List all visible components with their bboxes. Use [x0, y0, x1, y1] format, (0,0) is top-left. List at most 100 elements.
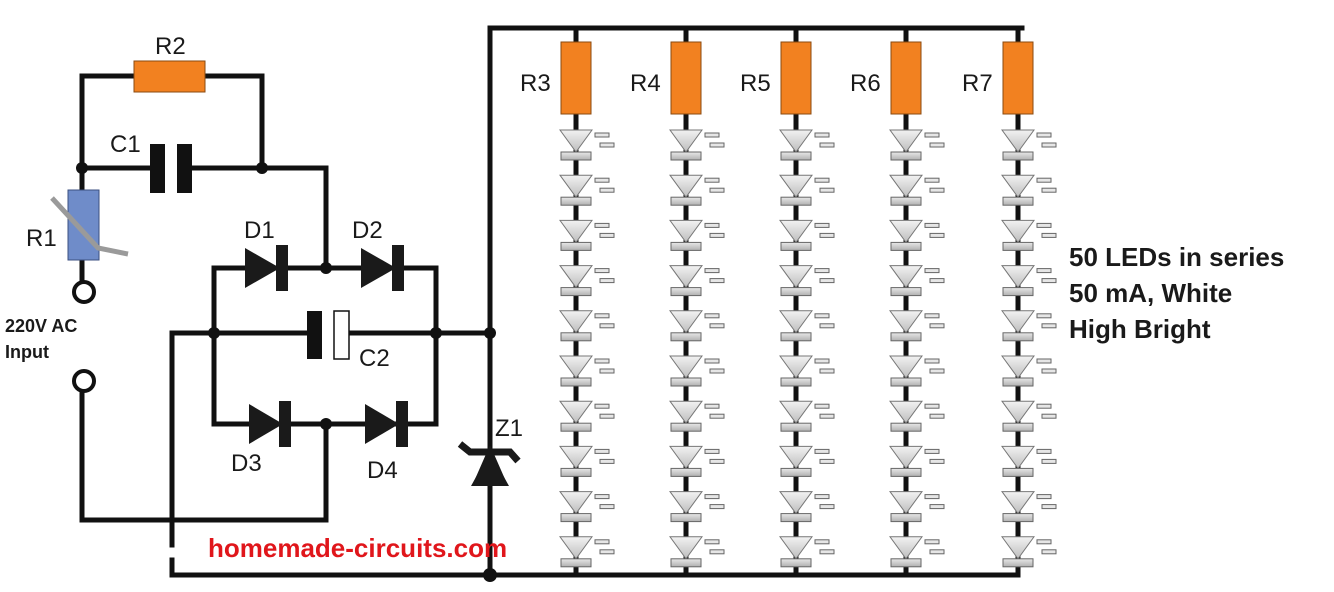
led: [669, 445, 725, 477]
led: [559, 129, 615, 161]
light-ray-icon: [704, 313, 720, 319]
led: [559, 491, 615, 523]
led: [889, 400, 945, 432]
led: [889, 491, 945, 523]
led-branch-r3: R3: [520, 28, 615, 575]
light-ray-icon: [599, 278, 615, 284]
zener-z1: Z1: [457, 415, 523, 486]
light-ray-icon: [704, 539, 720, 545]
light-ray-icon: [709, 368, 725, 374]
light-ray-icon: [924, 268, 940, 274]
resistor-r6: [890, 41, 922, 115]
light-ray-icon: [1036, 403, 1052, 409]
light-ray-icon: [1041, 232, 1057, 238]
led: [779, 219, 835, 251]
light-ray-icon: [814, 403, 830, 409]
light-ray-icon: [929, 549, 945, 555]
light-ray-icon: [704, 403, 720, 409]
light-ray-icon: [929, 323, 945, 329]
diode-d2: D2: [352, 217, 404, 291]
led: [889, 536, 945, 568]
light-ray-icon: [924, 448, 940, 454]
led: [889, 174, 945, 206]
light-ray-icon: [924, 222, 940, 228]
led: [559, 219, 615, 251]
capacitor-c1: C1: [110, 131, 192, 193]
light-ray-icon: [924, 358, 940, 364]
light-ray-icon: [709, 142, 725, 148]
light-ray-icon: [1036, 448, 1052, 454]
label-c2: C2: [359, 345, 390, 372]
light-ray-icon: [1041, 368, 1057, 374]
led-branch-r4: R4: [630, 28, 725, 575]
led: [1001, 310, 1057, 342]
light-ray-icon: [599, 368, 615, 374]
thermistor-r1: R1: [26, 189, 129, 261]
diode-d1: D1: [244, 217, 288, 291]
resistor-r4: [670, 41, 702, 115]
light-ray-icon: [594, 448, 610, 454]
light-ray-icon: [814, 132, 830, 138]
led: [1001, 445, 1057, 477]
input-terminal-top: [72, 280, 96, 304]
light-ray-icon: [1036, 268, 1052, 274]
led: [779, 400, 835, 432]
led: [669, 129, 725, 161]
light-ray-icon: [594, 539, 610, 545]
light-ray-icon: [924, 403, 940, 409]
led: [559, 400, 615, 432]
light-ray-icon: [814, 268, 830, 274]
light-ray-icon: [819, 368, 835, 374]
light-ray-icon: [1036, 358, 1052, 364]
light-ray-icon: [929, 413, 945, 419]
light-ray-icon: [599, 413, 615, 419]
light-ray-icon: [929, 504, 945, 510]
ac-input: 220V AC Input: [5, 280, 96, 393]
light-ray-icon: [1036, 494, 1052, 500]
light-ray-icon: [924, 177, 940, 183]
wire-r2-loop: [79, 73, 137, 171]
junction-dot: [483, 568, 497, 582]
light-ray-icon: [1036, 132, 1052, 138]
note-line-1: 50 LEDs in series: [1069, 242, 1284, 272]
light-ray-icon: [709, 323, 725, 329]
label-r7: R7: [962, 70, 993, 97]
light-ray-icon: [814, 222, 830, 228]
light-ray-icon: [819, 142, 835, 148]
led: [559, 174, 615, 206]
led: [669, 491, 725, 523]
input-label-line1: 220V AC: [5, 316, 77, 336]
label-r3: R3: [520, 70, 551, 97]
label-z1: Z1: [495, 415, 523, 442]
led: [1001, 536, 1057, 568]
led: [669, 219, 725, 251]
junction-dot: [430, 327, 442, 339]
led: [669, 400, 725, 432]
led: [779, 310, 835, 342]
junction-dot: [208, 327, 220, 339]
light-ray-icon: [814, 494, 830, 500]
led: [779, 491, 835, 523]
light-ray-icon: [594, 222, 610, 228]
led: [1001, 491, 1057, 523]
light-ray-icon: [819, 413, 835, 419]
light-ray-icon: [594, 494, 610, 500]
light-ray-icon: [594, 177, 610, 183]
light-ray-icon: [704, 222, 720, 228]
light-ray-icon: [924, 539, 940, 545]
watermark: homemade-circuits.com: [208, 533, 507, 563]
label-r1: R1: [26, 225, 57, 252]
light-ray-icon: [1041, 549, 1057, 555]
light-ray-icon: [594, 313, 610, 319]
led: [669, 536, 725, 568]
junction-dot: [484, 327, 496, 339]
light-ray-icon: [814, 539, 830, 545]
resistor-r2: R2: [133, 33, 206, 93]
led: [1001, 219, 1057, 251]
input-terminal-bottom: [72, 369, 96, 393]
light-ray-icon: [704, 132, 720, 138]
led: [1001, 400, 1057, 432]
light-ray-icon: [599, 549, 615, 555]
light-ray-icon: [819, 458, 835, 464]
light-ray-icon: [709, 458, 725, 464]
